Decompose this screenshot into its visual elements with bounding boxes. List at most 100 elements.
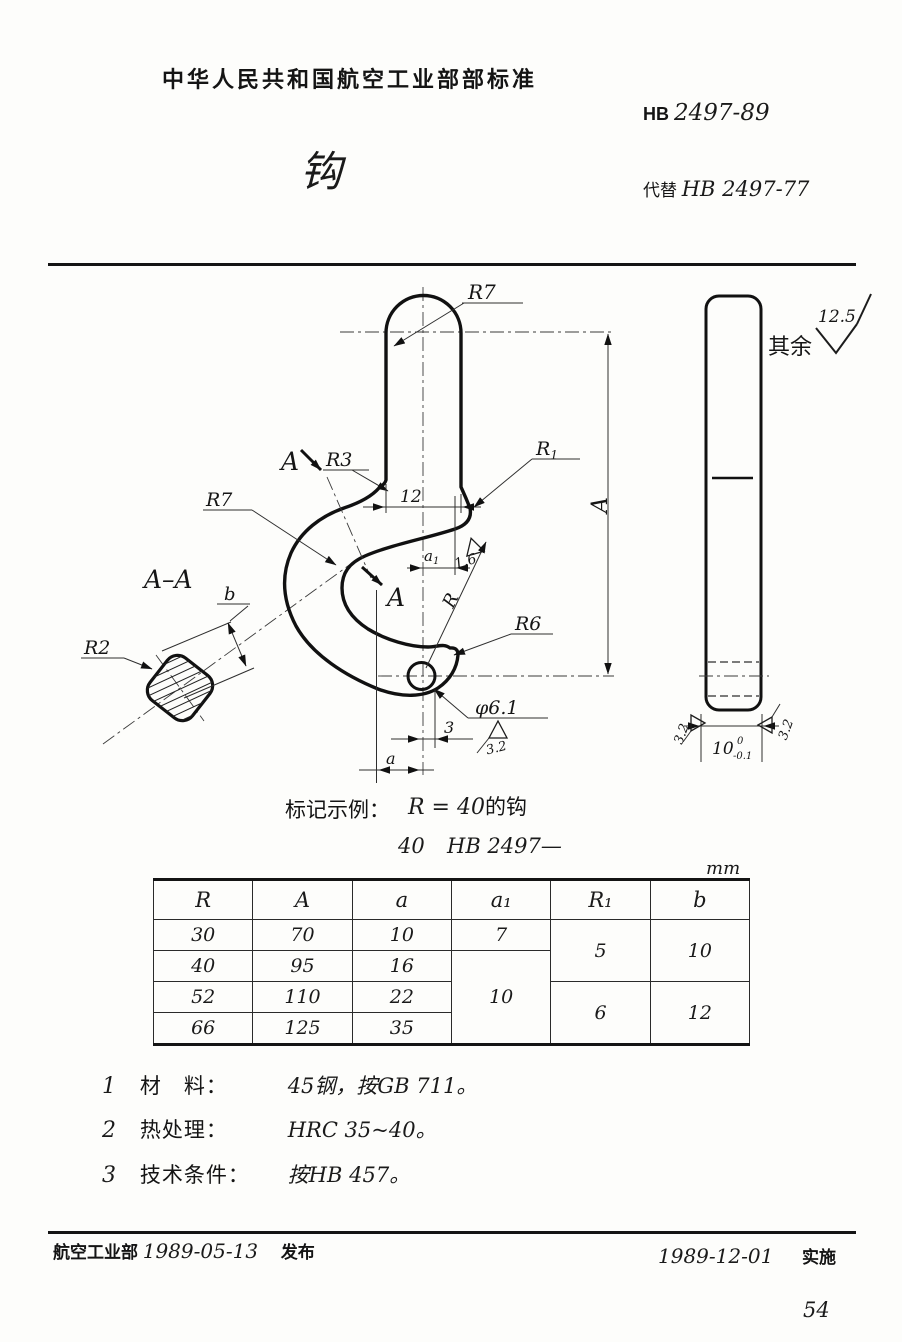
col-header-b: b bbox=[649, 879, 751, 920]
note-value: 按HB 457。 bbox=[287, 1163, 411, 1187]
roughness-value-32-left: 3.2 bbox=[672, 722, 693, 747]
note-value: 45钢，按GB 711。 bbox=[287, 1074, 478, 1098]
page-number: 54 bbox=[803, 1298, 830, 1322]
note-heat-treatment: 2 热处理： HRC 35~40。 bbox=[102, 1114, 437, 1144]
dimension-table: R A a a₁ R₁ b 30 70 10 7 5 10 40 95 16 1… bbox=[152, 878, 751, 1046]
surface-roughness-icon-16: 1.6 bbox=[453, 536, 486, 573]
rest-label: 其余 bbox=[768, 334, 812, 359]
dim-label-A: A bbox=[588, 497, 613, 515]
note-number: 2 bbox=[102, 1118, 116, 1143]
table-row: 40 95 16 10 bbox=[152, 950, 750, 1045]
footer-implementation-info: 1989-12-01 实施 bbox=[658, 1243, 836, 1268]
dim-label-b: b bbox=[224, 584, 236, 605]
hook-outline bbox=[282, 293, 473, 697]
cell-a-2: 22 bbox=[351, 981, 453, 1013]
replaces-number: HB 2497-77 bbox=[681, 177, 810, 201]
dim-label-r1: R1 bbox=[535, 438, 558, 462]
standard-number: HB 2497-89 bbox=[643, 100, 770, 126]
cell-R-1: 40 bbox=[152, 950, 254, 982]
note-number: 1 bbox=[102, 1074, 116, 1099]
note-label: 材 料： bbox=[139, 1075, 228, 1098]
col-header-R: R bbox=[152, 879, 254, 920]
section-outline bbox=[145, 653, 215, 723]
dim-label-r2: R2 bbox=[83, 637, 110, 659]
dim-label-r: R bbox=[438, 590, 463, 612]
note-label: 热处理： bbox=[139, 1119, 228, 1142]
cell-a-1: 16 bbox=[351, 950, 453, 982]
table-row: 30 70 10 7 5 10 bbox=[152, 919, 751, 982]
cell-a1-1: 10 bbox=[450, 950, 552, 1045]
hole-outline bbox=[406, 661, 437, 691]
footer-impl-label: 实施 bbox=[802, 1248, 837, 1267]
cell-b-0: 10 bbox=[649, 919, 751, 982]
marking-example-label: 标记示例： bbox=[285, 799, 390, 822]
roughness-value-32-front: 3.2 bbox=[485, 739, 509, 759]
footer-issue-info: 航空工业部 1989-05-13 发布 bbox=[53, 1238, 315, 1263]
section-arrow-label-mid: A bbox=[385, 583, 405, 612]
cell-a-0: 10 bbox=[351, 919, 453, 951]
cell-a-3: 35 bbox=[351, 1012, 453, 1045]
cell-R-2: 52 bbox=[152, 981, 254, 1013]
section-title: A–A bbox=[142, 565, 193, 594]
cell-R1-1: 6 bbox=[550, 981, 651, 1045]
footer-rule bbox=[48, 1231, 856, 1234]
cell-A-1: 95 bbox=[252, 950, 353, 982]
cell-A-3: 125 bbox=[252, 1012, 353, 1045]
header-rule bbox=[48, 263, 856, 266]
surface-roughness-icon-32-front: 3.2 bbox=[476, 719, 509, 759]
footer-issue-date: 1989-05-13 bbox=[142, 1239, 259, 1263]
section-arrow-label-top: A bbox=[279, 447, 299, 476]
rest-value: 12.5 bbox=[818, 307, 856, 327]
note-value: HRC 35~40。 bbox=[287, 1118, 437, 1142]
note-label: 技术条件： bbox=[139, 1164, 250, 1187]
surface-roughness-icon-32-left: 3.2 bbox=[672, 713, 707, 747]
col-header-a1: a₁ bbox=[450, 879, 552, 920]
replaces-label: 代替 bbox=[643, 181, 677, 200]
note-technical-conditions: 3 技术条件： 按HB 457。 bbox=[102, 1159, 410, 1189]
table-unit-label: mm bbox=[706, 858, 741, 879]
section-hatching bbox=[142, 650, 218, 726]
replaces-note: 代替 HB 2497-77 bbox=[643, 176, 809, 201]
dim-label-r7-top: R7 bbox=[467, 280, 496, 304]
front-view-drawing: R7 A A R3 R1 12 bbox=[102, 280, 614, 783]
cell-a1-0: 7 bbox=[450, 919, 552, 951]
dim-label-r3: R3 bbox=[325, 449, 352, 471]
cell-R-0: 30 bbox=[152, 919, 254, 951]
marking-example-value: R = 40 bbox=[408, 795, 485, 820]
dim-value-3: 3 bbox=[444, 718, 454, 737]
note-number: 3 bbox=[102, 1163, 116, 1188]
footer-issuer: 航空工业部 bbox=[53, 1243, 138, 1262]
standard-prefix: HB bbox=[643, 104, 669, 124]
marking-size-value: 40 bbox=[398, 834, 425, 858]
surface-roughness-icon-32-right: 3.2 bbox=[756, 703, 797, 742]
dim-label-a: a bbox=[386, 749, 396, 768]
table-row: 52 110 22 6 12 bbox=[152, 981, 751, 1045]
marking-standard-code: HB 2497— bbox=[447, 834, 562, 858]
rest-roughness-icon: 其余 12.5 bbox=[768, 293, 872, 359]
roughness-value-16: 1.6 bbox=[453, 551, 479, 573]
roughness-value-32-right: 3.2 bbox=[776, 717, 797, 742]
table-row: 66 125 35 bbox=[152, 1012, 750, 1045]
standard-number-value: 2497-89 bbox=[674, 100, 770, 126]
dim-label-r6: R6 bbox=[514, 613, 541, 635]
footer-impl-date: 1989-12-01 bbox=[658, 1244, 774, 1268]
cell-A-0: 70 bbox=[252, 919, 353, 951]
cell-A-2: 110 bbox=[252, 981, 353, 1013]
marking-example-line1: R = 40的钩 bbox=[408, 791, 527, 821]
dim-value-12: 12 bbox=[400, 487, 422, 507]
marking-example-suffix: 的钩 bbox=[484, 796, 527, 819]
side-view-outline bbox=[704, 294, 763, 712]
section-view-drawing: A–A R2 b bbox=[81, 565, 255, 726]
cell-R-3: 66 bbox=[152, 1012, 254, 1045]
col-header-R1: R₁ bbox=[550, 879, 651, 920]
cell-b-1: 12 bbox=[649, 981, 751, 1045]
col-header-A: A bbox=[252, 879, 353, 920]
footer-issue-label: 发布 bbox=[280, 1243, 315, 1262]
dim-label-hole-dia: φ6.1 bbox=[475, 697, 519, 719]
table-header-row: R A a a₁ R₁ b bbox=[152, 879, 751, 920]
document-title: 中华人民共和国航空工业部部标准 bbox=[162, 67, 538, 92]
dim-label-a1: a1 bbox=[424, 547, 439, 567]
col-header-a: a bbox=[351, 879, 453, 920]
